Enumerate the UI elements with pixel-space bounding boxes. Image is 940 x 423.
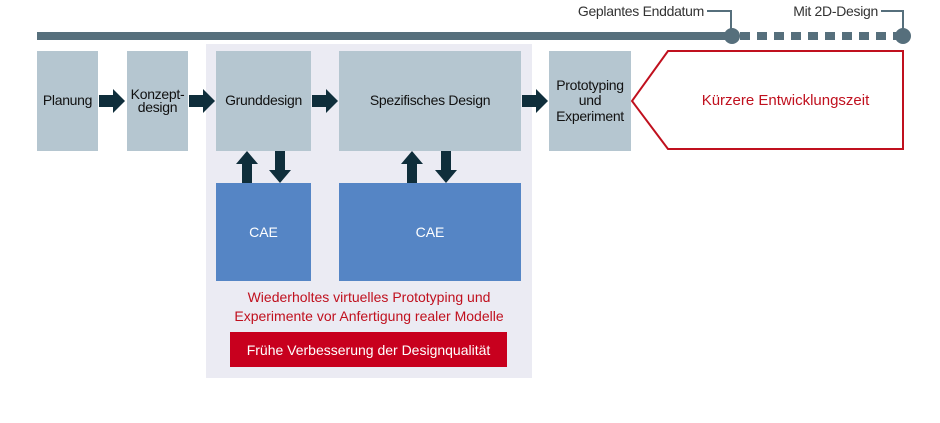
panel-caption: Wiederholtes virtuelles Prototyping und … <box>206 288 532 326</box>
arrow-up-icon <box>236 151 258 183</box>
step-grunddesign: Grunddesign <box>216 51 311 151</box>
2d-end-leader <box>881 10 904 32</box>
panel-caption-line1: Wiederholtes virtuelles Prototyping und <box>247 289 491 305</box>
planned-end-label: Geplantes Enddatum <box>577 3 704 19</box>
step-prototyping: Prototyping und Experiment <box>549 51 631 151</box>
arrow-up-icon <box>401 151 423 183</box>
flow-arrows <box>99 89 548 183</box>
cae-box: CAE <box>216 183 311 281</box>
planned-end-leader <box>707 10 732 32</box>
benefit-text: Kürzere Entwicklungszeit <box>701 91 870 109</box>
arrow-right-icon <box>522 89 548 113</box>
benefit-pentagon <box>630 50 904 150</box>
arrow-right-icon <box>189 89 215 113</box>
step-konzeptdesign: Konzept- design <box>127 51 188 151</box>
cae-box: CAE <box>339 183 521 281</box>
arrow-right-icon <box>312 89 338 113</box>
2d-design-label: Mit 2D-Design <box>793 3 878 19</box>
panel-caption-line2: Experimente vor Anfertigung realer Model… <box>234 308 504 324</box>
step-planung: Planung <box>37 51 98 151</box>
arrow-right-icon <box>99 89 125 113</box>
arrow-down-icon <box>435 151 457 183</box>
planned-end-marker <box>724 28 740 44</box>
arrow-down-icon <box>269 151 291 183</box>
2d-end-marker <box>895 28 911 44</box>
design-quality-badge: Frühe Verbesserung der Designqualität <box>230 332 507 367</box>
step-spezifisches-design: Spezifisches Design <box>339 51 521 151</box>
